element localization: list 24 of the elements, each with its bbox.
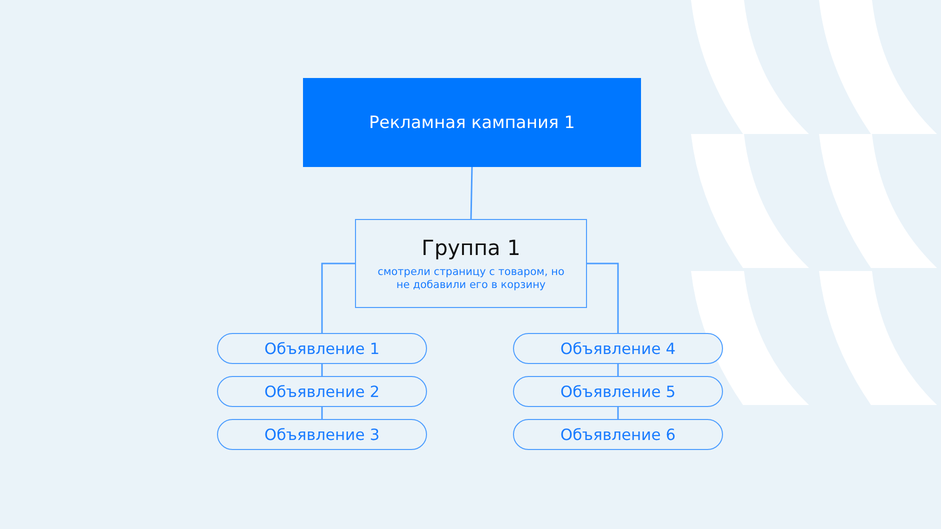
- connector-line: [321, 364, 323, 376]
- ad-title: Объявление 4: [560, 340, 676, 358]
- group-box: [355, 219, 587, 308]
- group-title: Группа 1: [422, 236, 520, 260]
- ad-pill: [217, 419, 427, 450]
- ad-title: Объявление 5: [560, 382, 676, 400]
- ad-title: Объявление 1: [264, 340, 380, 358]
- connector-line: [321, 262, 355, 333]
- ad-title: Объявление 2: [264, 382, 380, 400]
- connector-line: [587, 262, 619, 333]
- connector-line: [617, 364, 619, 376]
- ad-pill: [217, 376, 427, 407]
- ad-title: Объявление 3: [264, 426, 380, 444]
- group-description: смотрели страницу с товаром, но не добавили его в корзину: [376, 266, 566, 292]
- connector-line: [617, 407, 619, 419]
- connector-line: [321, 407, 323, 419]
- campaign-title: Рекламная кампания 1: [369, 112, 575, 132]
- connector-line: [470, 166, 473, 220]
- ad-pill: [513, 419, 723, 450]
- ad-title: Объявление 6: [560, 426, 676, 444]
- ad-pill: [513, 376, 723, 407]
- campaign-box: [303, 78, 641, 167]
- ad-pill: [513, 333, 723, 364]
- ad-pill: [217, 333, 427, 364]
